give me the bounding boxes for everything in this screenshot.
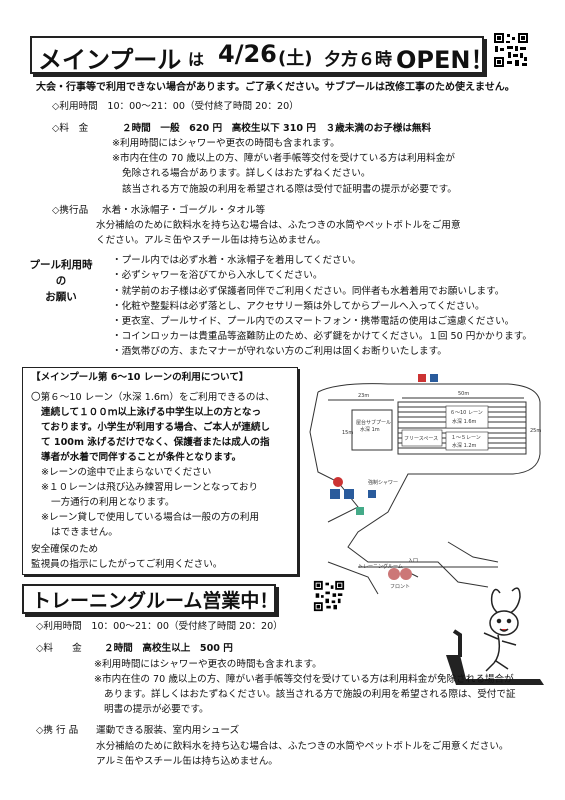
lanes-p3: ております。小学生が利用する場合、ご本人が連続し <box>41 422 271 433</box>
training-items-line-2: アルミ缶やスチール缶は持ち込めません。 <box>96 756 278 767</box>
map-lane-b-depth: 水深 1.2m <box>452 442 477 449</box>
lanes-safety-1: 安全確保のため <box>31 544 99 555</box>
lanes-p5: 導者が水着で同伴することが条件となります。 <box>41 452 242 463</box>
map-w23: 23m <box>358 393 369 399</box>
map-d15: 15m <box>342 430 353 436</box>
training-items-main: 運動できる服装、室内用シューズ <box>96 725 240 736</box>
map-front: フロント <box>390 584 410 590</box>
pool-hours: ◇利用時間 10：00～21：00（受付終了時間 20：20） <box>52 101 299 112</box>
notice-text: 大会・行事等で利用できない場合があります。ご了承ください。サブプールは改修工事の… <box>36 82 515 93</box>
training-hours: ◇利用時間 10：00～21：00（受付終了時間 20：20） <box>36 621 283 632</box>
lanes-note-1: ※レーンの途中で止まらないでください <box>41 467 212 478</box>
training-note-1: ※利用時間にはシャワーや更衣の時間も含まれます。 <box>94 659 322 670</box>
map-d25: 25m <box>530 428 541 434</box>
pool-fee-label: ◇料 金 <box>52 123 89 134</box>
pool-fee-note-3: 免除される場合があります。詳しくはおたずねください。 <box>122 168 371 179</box>
request-item-6: ・コインロッカーは貴重品等盗難防止のため、必ず鍵をかけてください。１回 50 円… <box>112 331 532 342</box>
pool-fee-main: ２時間 一般 620 円 高校生以下 310 円 ３歳未満のお子様は無料 <box>122 123 432 134</box>
pool-items-line-2: ください。アルミ缶やスチール缶は持ち込めません。 <box>96 235 326 246</box>
pool-fee-note-4: 該当される方で施設の利用を希望される際は受付で証明書の提示が必要です。 <box>122 184 457 195</box>
lanes-heading: 【メインプール第 6～10 レーンの利用について】 <box>31 372 249 383</box>
request-item-7: ・酒気帯びの方、またマナーが守れない方のご利用は固くお断りいたします。 <box>112 346 447 357</box>
lanes-note-2: ※１０レーンは飛び込み練習用レーンとなっており <box>41 482 259 493</box>
training-note-2: ※市内在住の 70 歳以上の方、障がい者手帳等交付を受けている方は利用料金が免除… <box>94 674 514 685</box>
map-entrance: 入口 <box>408 558 418 564</box>
pool-items-main: 水着・水泳帽子・ゴーグル・タオル等 <box>102 205 266 216</box>
map-shower: 強制シャワー <box>368 479 398 486</box>
training-banner: トレーニングルーム営業中！ <box>22 584 279 614</box>
training-banner-title: トレーニングルーム営業中！ <box>32 590 279 612</box>
request-item-5: ・更衣室、プールサイド、プール内でのスマートフォン・携帯電話の使用はご遠慮くださ… <box>112 316 515 327</box>
facility-map: 23m 50m 25m 15m 屋台サブプール 水深 1m ６～10 レーン 水… <box>309 374 541 595</box>
pool-fee-note-2: ※市内在住の 70 歳以上の方、障がい者手帳等交付を受けている方は利用料金が <box>112 153 455 164</box>
banner-date: 4/26 <box>218 40 277 68</box>
banner-dow: (土) <box>278 48 313 69</box>
map-free: フリースペース <box>404 436 438 442</box>
banner-title: メインプール <box>38 46 182 74</box>
training-items-line-1: 水分補給のために飲料水を持ち込む場合は、ふたつきの水筒やペットボトルをご用意くだ… <box>96 741 509 752</box>
request-item-1: ・プール内では必ず水着・水泳帽子を着用してください。 <box>112 255 361 266</box>
lanes-safety-2: 監視員の指示にしたがってご利用ください。 <box>31 559 223 570</box>
training-fee-label: ◇料 金 <box>36 643 82 654</box>
map-w50: 50m <box>458 391 469 397</box>
pool-items-label: ◇携行品 <box>52 205 89 216</box>
map-lane-a-depth: 水深 1.6m <box>452 418 477 425</box>
lanes-note-3b: はできません。 <box>51 527 118 538</box>
training-note-3: あります。詳しくはおたずねください。該当される方で施設の利用を希望される際は、受… <box>104 689 516 700</box>
pool-items-line-1: 水分補給のために飲料水を持ち込む場合は、ふたつきの水筒やペットボトルをご用意 <box>96 220 461 231</box>
lanes-box: 【メインプール第 6～10 レーンの利用について】 〇第６～10 レーン（水深 … <box>22 367 298 575</box>
main-pool-banner: メインプール は 4/26 (土) 夕方６時 OPEN！ <box>30 36 494 74</box>
requests-heading: プール利用時 の お願い <box>29 259 93 303</box>
lanes-p1: 〇第６～10 レーン（水深 1.6m）をご利用できるのは、 <box>31 392 275 403</box>
map-training: トレーニングルーム <box>358 563 403 570</box>
training-note-4: 明書の提示が必要です。 <box>104 704 209 715</box>
lanes-p4: て 100m 泳げるだけでなく、保護者または成人の指 <box>41 437 270 448</box>
lanes-p2: 連続して１００ｍ以上泳げる中学生以上の方となっ <box>41 407 262 418</box>
rabbit-treadmill-illustration <box>446 587 544 685</box>
banner-wa: は <box>188 50 205 69</box>
banner-time: 夕方６時 <box>324 50 392 70</box>
pool-fee-note-1: ※利用時間にはシャワーや更衣の時間も含まれます。 <box>112 138 340 149</box>
map-lane-a: ６～10 レーン <box>450 410 483 416</box>
map-sub: 屋台サブプール <box>356 419 391 426</box>
qr-code-icon <box>313 580 345 612</box>
map-lane-b: １～５レーン <box>451 435 481 441</box>
map-sub-depth: 水深 1m <box>360 426 380 433</box>
request-item-2: ・必ずシャワーを浴びてから入水してください。 <box>112 270 323 281</box>
lanes-note-2b: 一方通行の利用となります。 <box>51 497 175 508</box>
request-item-4: ・化粧や整髪料は必ず落とし、アクセサリー類は外してからプールへ入ってください。 <box>112 301 485 312</box>
training-fee-main: ２時間 高校生以上 500 円 <box>104 643 233 654</box>
qr-code-icon <box>493 32 529 68</box>
lanes-note-3: ※レーン貸しで使用している場合は一般の方の利用 <box>41 512 260 523</box>
training-items-label: ◇携 行 品 <box>36 725 79 736</box>
request-item-3: ・就学前のお子様は必ず保護者同伴でご利用ください。同伴者も水着着用でお願いします… <box>112 286 505 297</box>
banner-open: OPEN！ <box>396 46 495 74</box>
